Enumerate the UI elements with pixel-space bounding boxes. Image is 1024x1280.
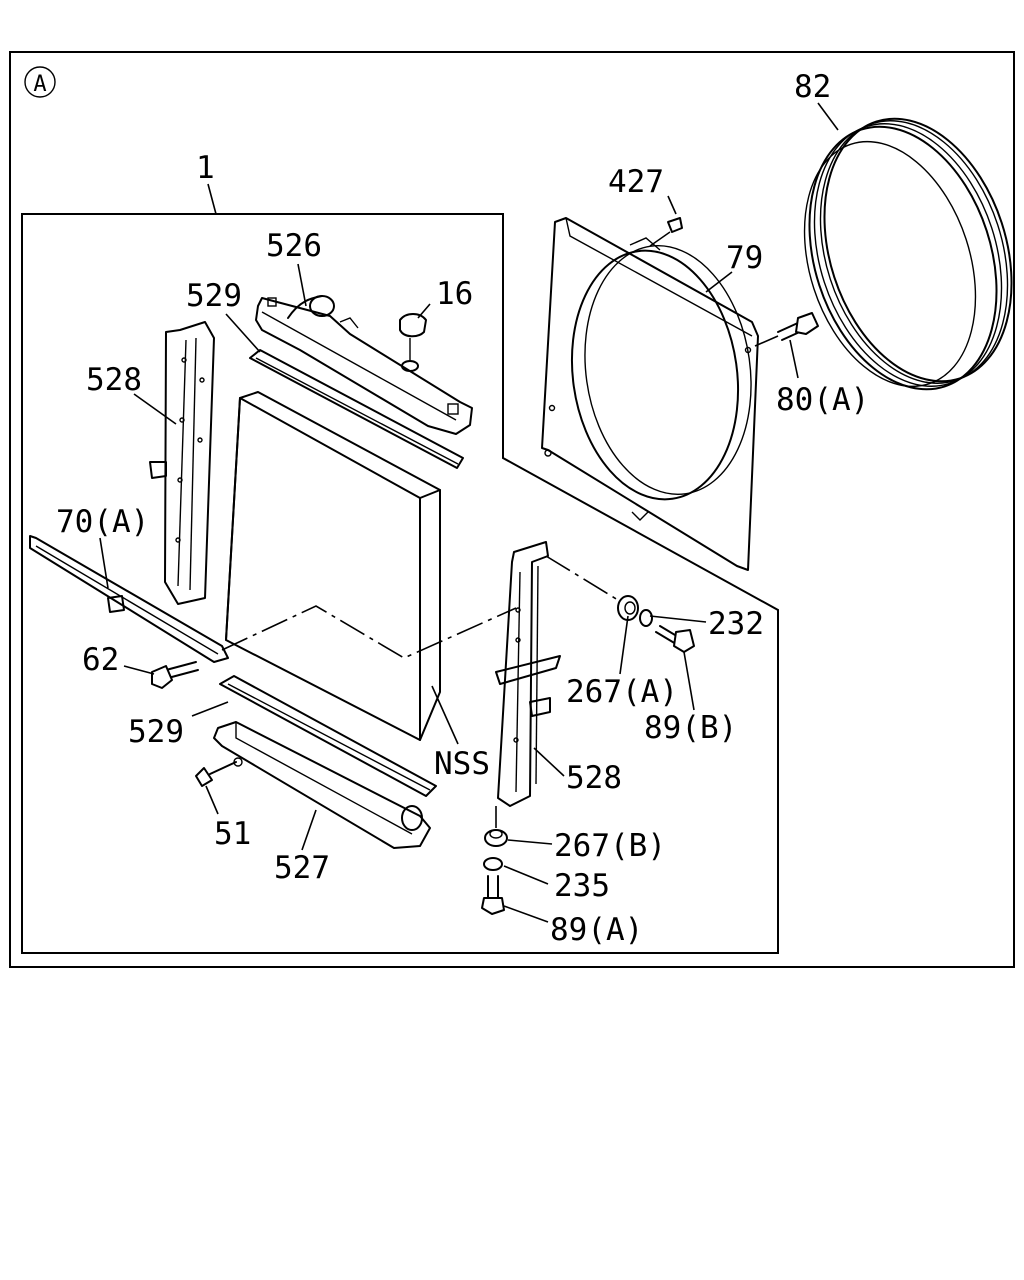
leader-lines	[99, 102, 839, 923]
upper-gasket-part	[249, 349, 464, 469]
assembly-box	[21, 213, 779, 954]
callout-mount-bolt-lower: 89(A)	[550, 912, 643, 948]
view-marker: A	[24, 66, 56, 98]
callout-lower-bracket: 70(A)	[56, 504, 149, 540]
callout-fan-ring: 82	[794, 69, 831, 105]
alignment-line-left	[221, 605, 517, 659]
washer-lower-part	[483, 857, 503, 871]
right-side-plate-part	[495, 541, 561, 807]
callout-assembly: 1	[196, 150, 215, 186]
upper-tank-part	[255, 295, 473, 435]
callout-side-plate-right: 528	[566, 760, 622, 796]
bolt-62-part	[151, 661, 199, 689]
mount-bolt-upper-part	[655, 625, 695, 653]
callout-washer-upper: 232	[708, 606, 764, 642]
callout-washer-lower: 235	[554, 868, 610, 904]
alignment-line-right	[545, 555, 619, 601]
callout-cushion-upper: 267(A)	[566, 674, 678, 710]
callout-mount-bolt-upper: 89(B)	[644, 710, 737, 746]
mount-bolt-lower-part	[481, 875, 505, 915]
callout-gasket-lower: 529	[128, 714, 184, 750]
view-marker-letter: A	[33, 72, 46, 97]
callout-shroud-bolt: 80(A)	[776, 382, 869, 418]
fan-ring-part	[803, 117, 1013, 391]
callout-gasket-upper: 529	[186, 278, 242, 314]
callout-core: NSS	[434, 746, 490, 782]
washer-upper-part	[639, 609, 653, 627]
callout-bolt-62: 62	[82, 642, 119, 678]
drain-cock-part	[195, 757, 243, 787]
callout-clip: 427	[608, 164, 664, 200]
callout-drain-cock: 51	[214, 816, 251, 852]
outer-frame	[9, 51, 1015, 968]
radiator-core-part	[225, 391, 441, 741]
callout-side-plate-left: 528	[86, 362, 142, 398]
cushion-lower-part	[484, 806, 508, 847]
callout-shroud: 79	[726, 240, 763, 276]
shroud-bolt-part	[754, 312, 819, 347]
clip-427-part	[649, 217, 683, 247]
left-side-plate-part	[149, 321, 215, 605]
lower-bracket-part	[29, 535, 229, 663]
shroud-part	[541, 217, 759, 571]
lower-tank-part	[213, 721, 431, 849]
callout-lower-tank: 527	[274, 850, 330, 886]
lower-gasket-part	[219, 675, 437, 797]
callout-radiator-cap: 16	[436, 276, 473, 312]
callout-upper-tank: 526	[266, 228, 322, 264]
callout-cushion-lower: 267(B)	[554, 828, 666, 864]
radiator-cap-part	[399, 313, 427, 372]
